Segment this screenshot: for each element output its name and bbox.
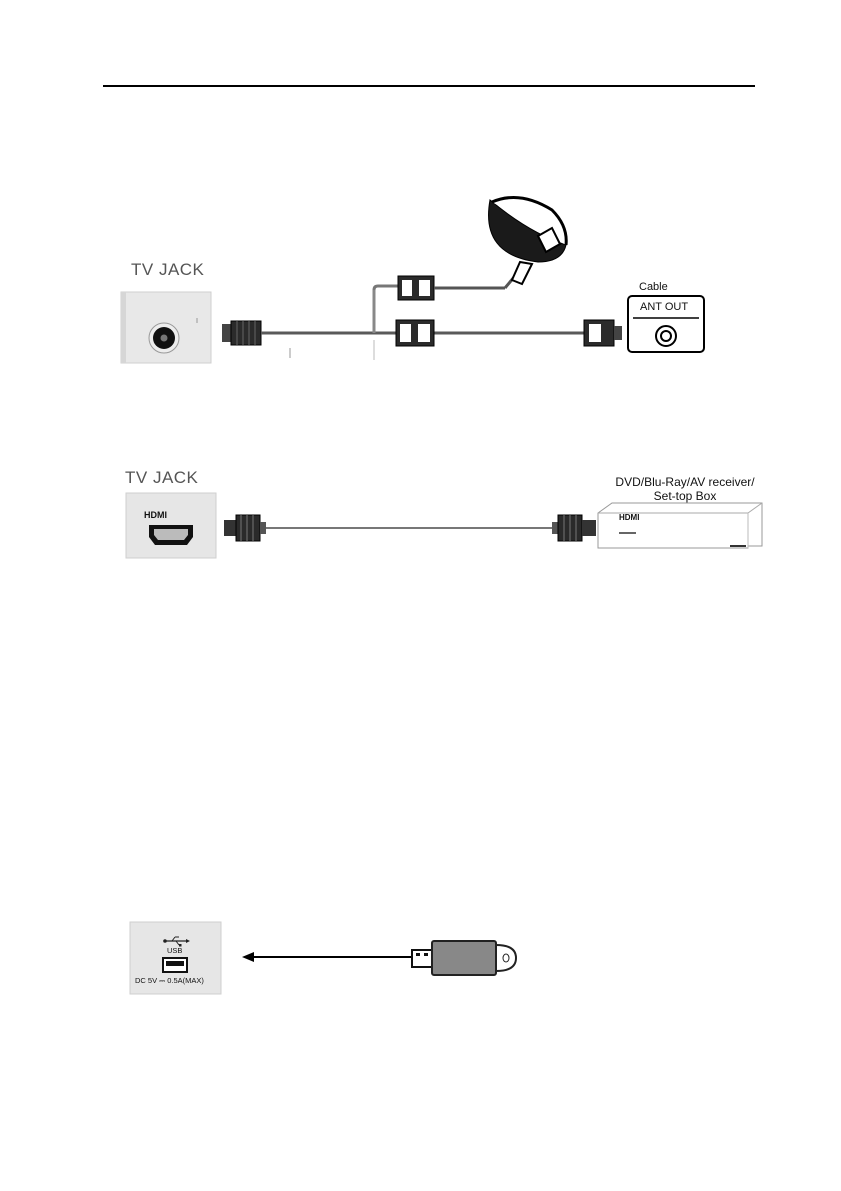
- insert-arrow: [242, 952, 414, 962]
- usb-label: USB: [167, 946, 182, 955]
- usb-drive-icon: [412, 941, 516, 975]
- power-rating-label: DC 5V ⎓ 0.5A(MAX): [135, 976, 204, 986]
